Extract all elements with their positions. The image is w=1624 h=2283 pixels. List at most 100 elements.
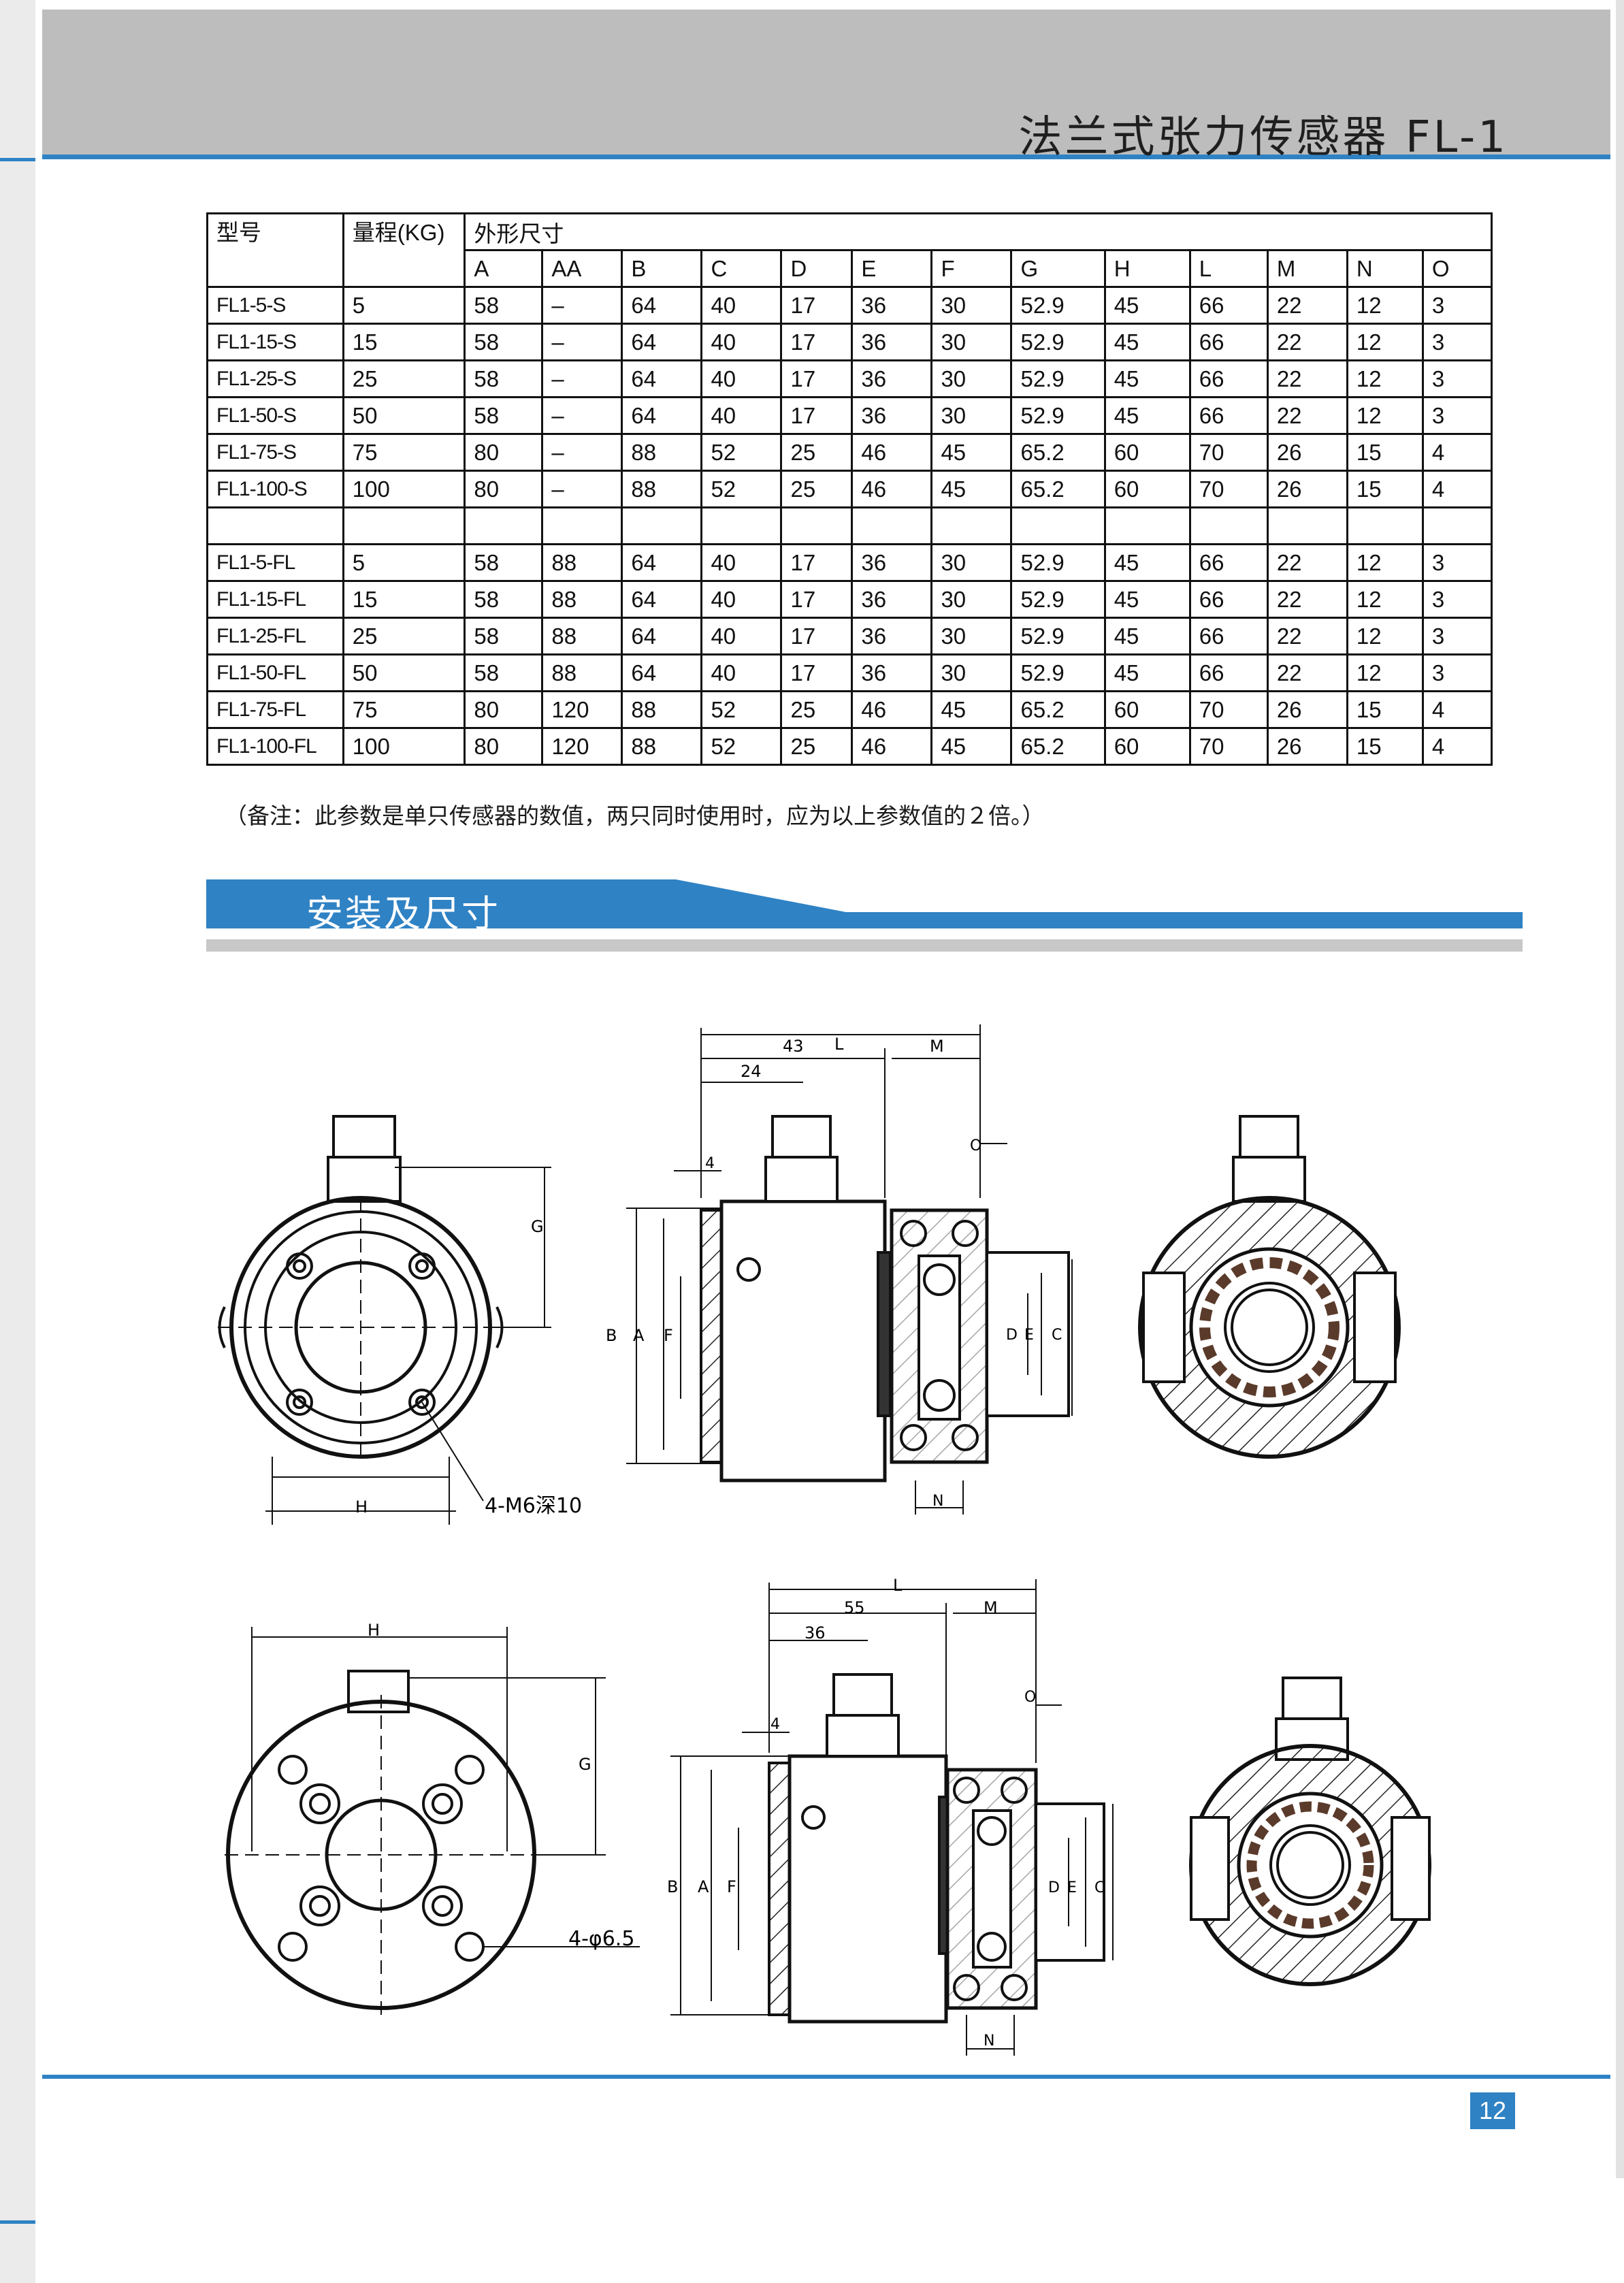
table-cell: 52.9 xyxy=(1010,653,1106,692)
drawing1-dim-G: G xyxy=(531,1217,544,1236)
table-cell: 45 xyxy=(1103,543,1191,582)
table-cell: 17 xyxy=(780,359,854,398)
table-cell xyxy=(464,506,544,545)
table-cell: 15 xyxy=(1346,690,1424,729)
model-cell: FL1-100-S xyxy=(206,470,344,508)
drawing2-dim-B: B xyxy=(667,1877,678,1896)
table-cell: 17 xyxy=(780,617,854,655)
drawing1-dim-B: B xyxy=(606,1326,617,1345)
drawing2-section-view xyxy=(1189,1677,1431,1986)
table-cell: 66 xyxy=(1188,580,1269,619)
table-cell: 66 xyxy=(1188,286,1269,325)
table-cell: 25 xyxy=(780,433,854,472)
table-cell: 65.2 xyxy=(1010,433,1106,472)
table-cell: 64 xyxy=(621,359,703,398)
table-cell: 45 xyxy=(1103,580,1191,619)
drawing2-dim-A: A xyxy=(698,1877,709,1896)
table-row xyxy=(206,506,1493,545)
table-cell: 58 xyxy=(464,617,544,655)
table-cell: 15 xyxy=(1346,433,1424,472)
table-cell: 45 xyxy=(930,690,1013,729)
table-cell: 40 xyxy=(700,396,783,435)
drawing1-side-view xyxy=(626,1024,1073,1515)
table-cell: 80 xyxy=(464,727,544,766)
table-cell: 12 xyxy=(1346,286,1424,325)
table-cell: 120 xyxy=(541,690,623,729)
table-cell xyxy=(1421,506,1493,545)
table-cell: 36 xyxy=(851,543,933,582)
table-cell: 88 xyxy=(621,470,703,508)
table-cell xyxy=(851,506,933,545)
table-cell: 88 xyxy=(541,580,623,619)
column-header: H xyxy=(1103,249,1191,288)
table-cell xyxy=(930,506,1013,545)
table-cell: 22 xyxy=(1266,543,1348,582)
table-cell: 52 xyxy=(700,727,783,766)
table-cell: 17 xyxy=(780,396,854,435)
table-cell: 26 xyxy=(1266,690,1348,729)
drawing1-dim-C: C xyxy=(1052,1327,1062,1344)
table-cell: 17 xyxy=(780,580,854,619)
table-cell: 64 xyxy=(621,617,703,655)
table-cell: 64 xyxy=(621,543,703,582)
column-header: N xyxy=(1346,249,1424,288)
table-cell: – xyxy=(541,433,623,472)
table-cell: 3 xyxy=(1421,359,1493,398)
table-cell: 64 xyxy=(621,286,703,325)
table-cell: 30 xyxy=(930,286,1013,325)
drawing1-dim-M: M xyxy=(930,1037,944,1056)
table-cell: 66 xyxy=(1188,543,1269,582)
table-cell: 12 xyxy=(1346,617,1424,655)
drawing2-dim-4: 4 xyxy=(770,1716,780,1733)
header-range: 量程(KG) xyxy=(342,212,466,288)
table-cell: 22 xyxy=(1266,396,1348,435)
table-cell: 40 xyxy=(700,653,783,692)
table-cell: 45 xyxy=(1103,286,1191,325)
table-cell: 12 xyxy=(1346,359,1424,398)
table-cell: 30 xyxy=(930,617,1013,655)
table-cell: 58 xyxy=(464,653,544,692)
page-title: 法兰式张力传感器 FL-1 xyxy=(1018,112,1508,163)
table-cell: 40 xyxy=(700,543,783,582)
model-cell: FL1-75-FL xyxy=(206,690,344,729)
drawing2-dim-O: O xyxy=(1024,1689,1036,1706)
model-cell: FL1-5-FL xyxy=(206,543,344,582)
table-note: （备注：此参数是单只传感器的数值，两只同时使用时，应为以上参数值的２倍。） xyxy=(225,803,1045,829)
header-rule xyxy=(42,155,1610,159)
column-header: G xyxy=(1010,249,1106,288)
table-cell: 12 xyxy=(1346,653,1424,692)
table-cell: 58 xyxy=(464,286,544,325)
drawing1-section-view xyxy=(1138,1115,1401,1459)
column-header: AA xyxy=(541,249,623,288)
table-cell: 52.9 xyxy=(1010,617,1106,655)
drawing2-dim-N: N xyxy=(984,2033,994,2050)
table-cell xyxy=(1188,506,1269,545)
table-cell: 88 xyxy=(541,543,623,582)
table-cell: 45 xyxy=(1103,617,1191,655)
table-cell: 30 xyxy=(930,543,1013,582)
table-cell: 26 xyxy=(1266,470,1348,508)
section-banner xyxy=(206,879,1523,928)
table-cell: 46 xyxy=(851,433,933,472)
table-cell xyxy=(1103,506,1191,545)
table-cell: 120 xyxy=(541,727,623,766)
table-cell: 40 xyxy=(700,617,783,655)
table-cell: 80 xyxy=(464,690,544,729)
model-cell: FL1-15-FL xyxy=(206,580,344,619)
column-header: D xyxy=(780,249,854,288)
right-page-edge xyxy=(1616,0,1624,2178)
table-cell: 30 xyxy=(930,396,1013,435)
page-number: 12 xyxy=(1470,2092,1515,2129)
drawing1-dim-O: O xyxy=(970,1137,981,1154)
table-cell: 58 xyxy=(464,359,544,398)
drawing1-dim-F: F xyxy=(664,1326,673,1345)
column-header: B xyxy=(621,249,703,288)
table-cell: 12 xyxy=(1346,323,1424,361)
table-cell: 58 xyxy=(464,543,544,582)
table-cell: 66 xyxy=(1188,323,1269,361)
